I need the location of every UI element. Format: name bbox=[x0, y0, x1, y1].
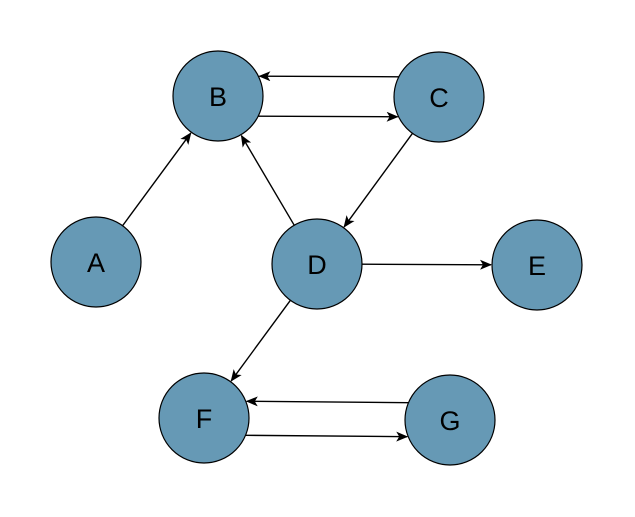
edge-d-to-f-arrow bbox=[230, 299, 291, 382]
node-c-circle bbox=[393, 51, 485, 143]
node-f-circle bbox=[158, 372, 250, 464]
node-e-label: E bbox=[528, 251, 546, 281]
node-b: B bbox=[172, 50, 264, 142]
node-c-label: C bbox=[429, 83, 449, 113]
edge-g-to-f-arrow bbox=[245, 396, 409, 407]
node-g: G bbox=[404, 374, 496, 466]
node-a: A bbox=[50, 216, 142, 308]
node-d-circle bbox=[271, 218, 363, 310]
edge-c-to-b-arrow bbox=[258, 71, 399, 82]
node-b-circle bbox=[172, 50, 264, 142]
node-e: E bbox=[491, 219, 583, 311]
node-f: F bbox=[158, 372, 250, 464]
nodes-layer: A B C D E F G bbox=[50, 50, 583, 466]
node-f-label: F bbox=[196, 404, 213, 434]
node-e-circle bbox=[491, 219, 583, 311]
node-g-circle bbox=[404, 374, 496, 466]
edge-f-to-g-arrow bbox=[245, 431, 409, 442]
node-g-label: G bbox=[439, 406, 460, 436]
edge-d-to-b-arrow bbox=[240, 134, 295, 226]
edge-d-to-e-arrow bbox=[361, 259, 492, 270]
node-a-label: A bbox=[87, 248, 105, 278]
edge-b-to-c-arrow bbox=[258, 111, 399, 122]
edges-layer bbox=[122, 71, 492, 442]
node-d: D bbox=[271, 218, 363, 310]
node-a-circle bbox=[50, 216, 142, 308]
node-c: C bbox=[393, 51, 485, 143]
edge-c-to-d-arrow bbox=[343, 132, 414, 228]
node-d-label: D bbox=[307, 250, 327, 280]
node-b-label: B bbox=[209, 82, 227, 112]
edge-a-to-b-arrow bbox=[122, 132, 192, 227]
